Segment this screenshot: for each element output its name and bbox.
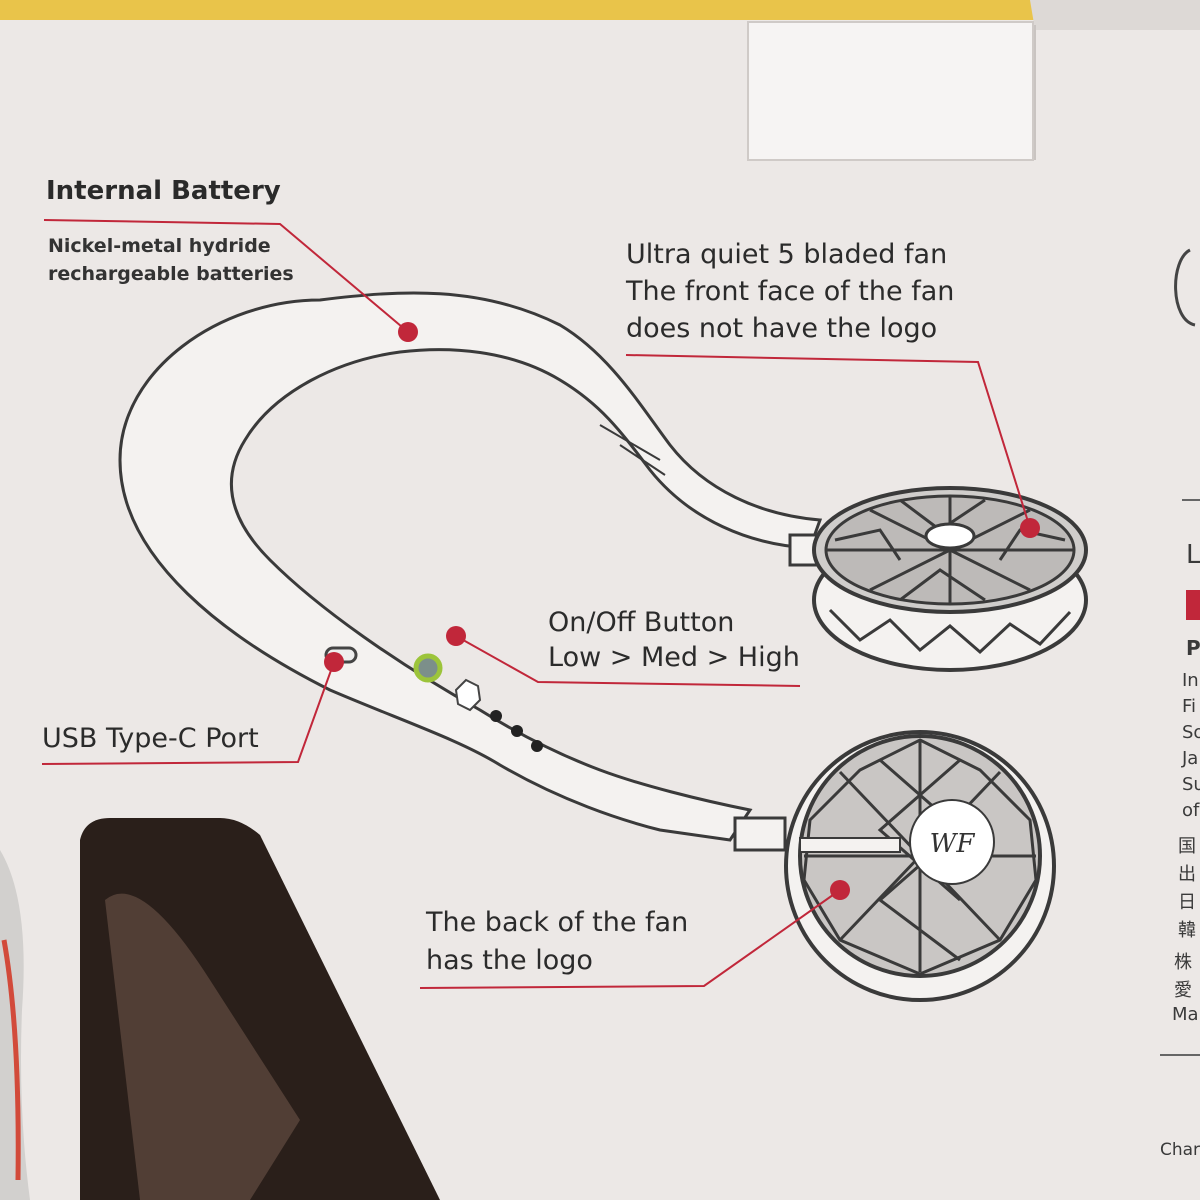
led-dot-icon bbox=[531, 740, 543, 752]
callout-dot-button bbox=[446, 626, 466, 646]
cropped-text: 愛 bbox=[1174, 980, 1192, 1001]
battery-description: Nickel-metal hydride rechargeable batter… bbox=[48, 235, 294, 285]
button-callout: On/Off Button Low > Med > High bbox=[548, 607, 800, 673]
led-dot-icon bbox=[490, 710, 502, 722]
cropped-text: Su bbox=[1182, 774, 1200, 795]
fan-front-icon bbox=[788, 486, 1088, 672]
callout-dot-battery bbox=[398, 322, 418, 342]
fan-back-callout: The back of the fan has the logo bbox=[426, 907, 689, 976]
cropped-text: 出 bbox=[1178, 864, 1196, 885]
brand-badge-icon bbox=[454, 678, 482, 712]
red-strap bbox=[1, 939, 21, 1181]
callout-lines bbox=[41, 219, 1031, 989]
cropped-text: 韓 bbox=[1178, 920, 1196, 941]
cropped-text: 株 bbox=[1174, 952, 1192, 973]
cropped-text: So bbox=[1182, 722, 1200, 743]
fan-front-callout: Ultra quiet 5 bladed fan The front face … bbox=[626, 239, 955, 344]
box-flap-right bbox=[1030, 0, 1200, 30]
led-dot-icon bbox=[511, 725, 523, 737]
usb-callout: USB Type-C Port bbox=[42, 723, 259, 754]
cropped-text: Fi bbox=[1182, 696, 1197, 717]
cropped-text: Ma bbox=[1172, 1004, 1199, 1025]
cropped-text: of bbox=[1182, 800, 1200, 821]
fan-back-icon: WF bbox=[733, 730, 1056, 1002]
neckband-body bbox=[118, 291, 823, 842]
battery-title: Internal Battery bbox=[46, 176, 281, 206]
cropped-logo-curve bbox=[1174, 248, 1196, 327]
packaged-product-shadow bbox=[105, 893, 300, 1200]
cropped-text-bottom: Char bbox=[1160, 1140, 1200, 1160]
cropped-text: Ja bbox=[1182, 748, 1199, 769]
neckband-joint bbox=[599, 424, 666, 476]
callout-dot-fan-back bbox=[830, 880, 850, 900]
cropped-text: 日 bbox=[1178, 892, 1196, 913]
cropped-text: 国 bbox=[1178, 836, 1196, 857]
fan-logo: WF bbox=[930, 829, 976, 859]
cropped-text: L bbox=[1186, 540, 1200, 570]
box-cutout-window bbox=[747, 21, 1034, 161]
power-button bbox=[413, 653, 443, 683]
callout-dot-fan-front bbox=[1020, 518, 1040, 538]
cropped-text: P bbox=[1186, 636, 1200, 660]
cropped-red-badge bbox=[1186, 590, 1200, 620]
callout-dot-usb bbox=[324, 652, 344, 672]
cropped-text: In bbox=[1182, 670, 1199, 691]
